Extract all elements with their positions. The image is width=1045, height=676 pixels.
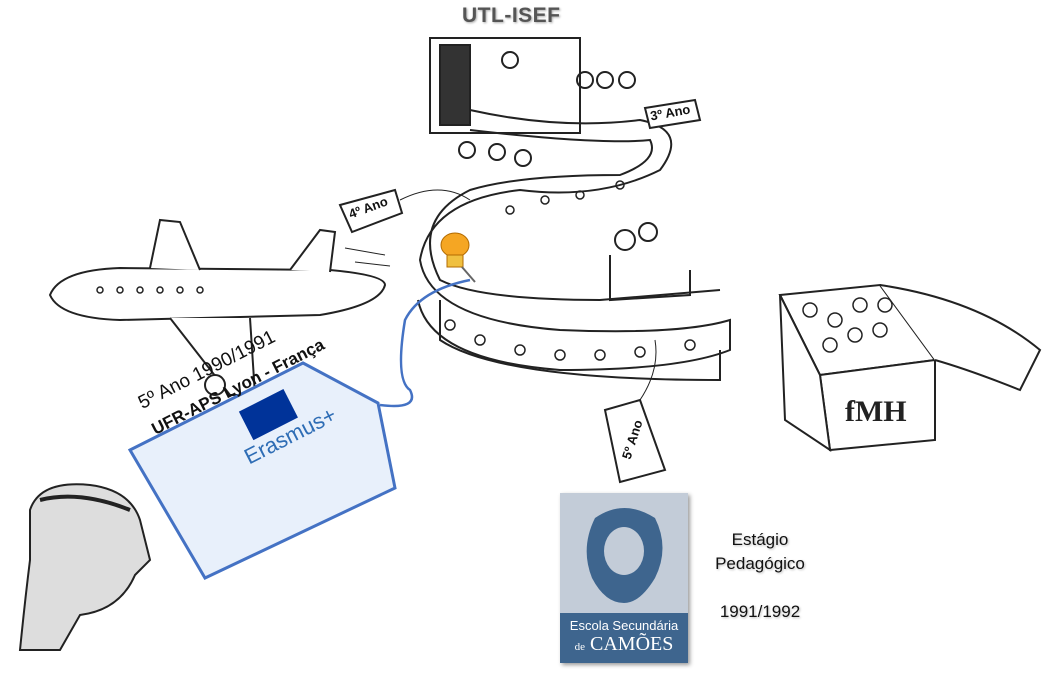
push-pin-icon xyxy=(379,232,476,408)
school-name: CAMÕES xyxy=(590,633,674,655)
camoes-portrait-icon xyxy=(586,508,663,603)
internship-years: 1991/1992 xyxy=(719,602,801,621)
erasmus-tag xyxy=(127,361,397,580)
internship-line1: Estágio xyxy=(731,530,789,549)
airplane xyxy=(48,218,391,396)
page-title: UTL-ISEF xyxy=(462,4,561,27)
internship-line2: Pedagógico xyxy=(715,554,805,573)
school-name-prefix: de xyxy=(574,641,586,653)
school-name-line1: Escola Secundária xyxy=(569,618,679,633)
fmh-logo: fMH xyxy=(845,395,907,428)
conveyor-belt xyxy=(338,37,731,484)
students xyxy=(458,51,691,302)
box-of-students xyxy=(778,283,1042,453)
caricature-face xyxy=(18,483,152,651)
internship-info: Estágio Pedagógico 1991/1992 xyxy=(690,528,830,624)
camoes-school-logo: Escola Secundária de CAMÕES xyxy=(560,493,688,663)
